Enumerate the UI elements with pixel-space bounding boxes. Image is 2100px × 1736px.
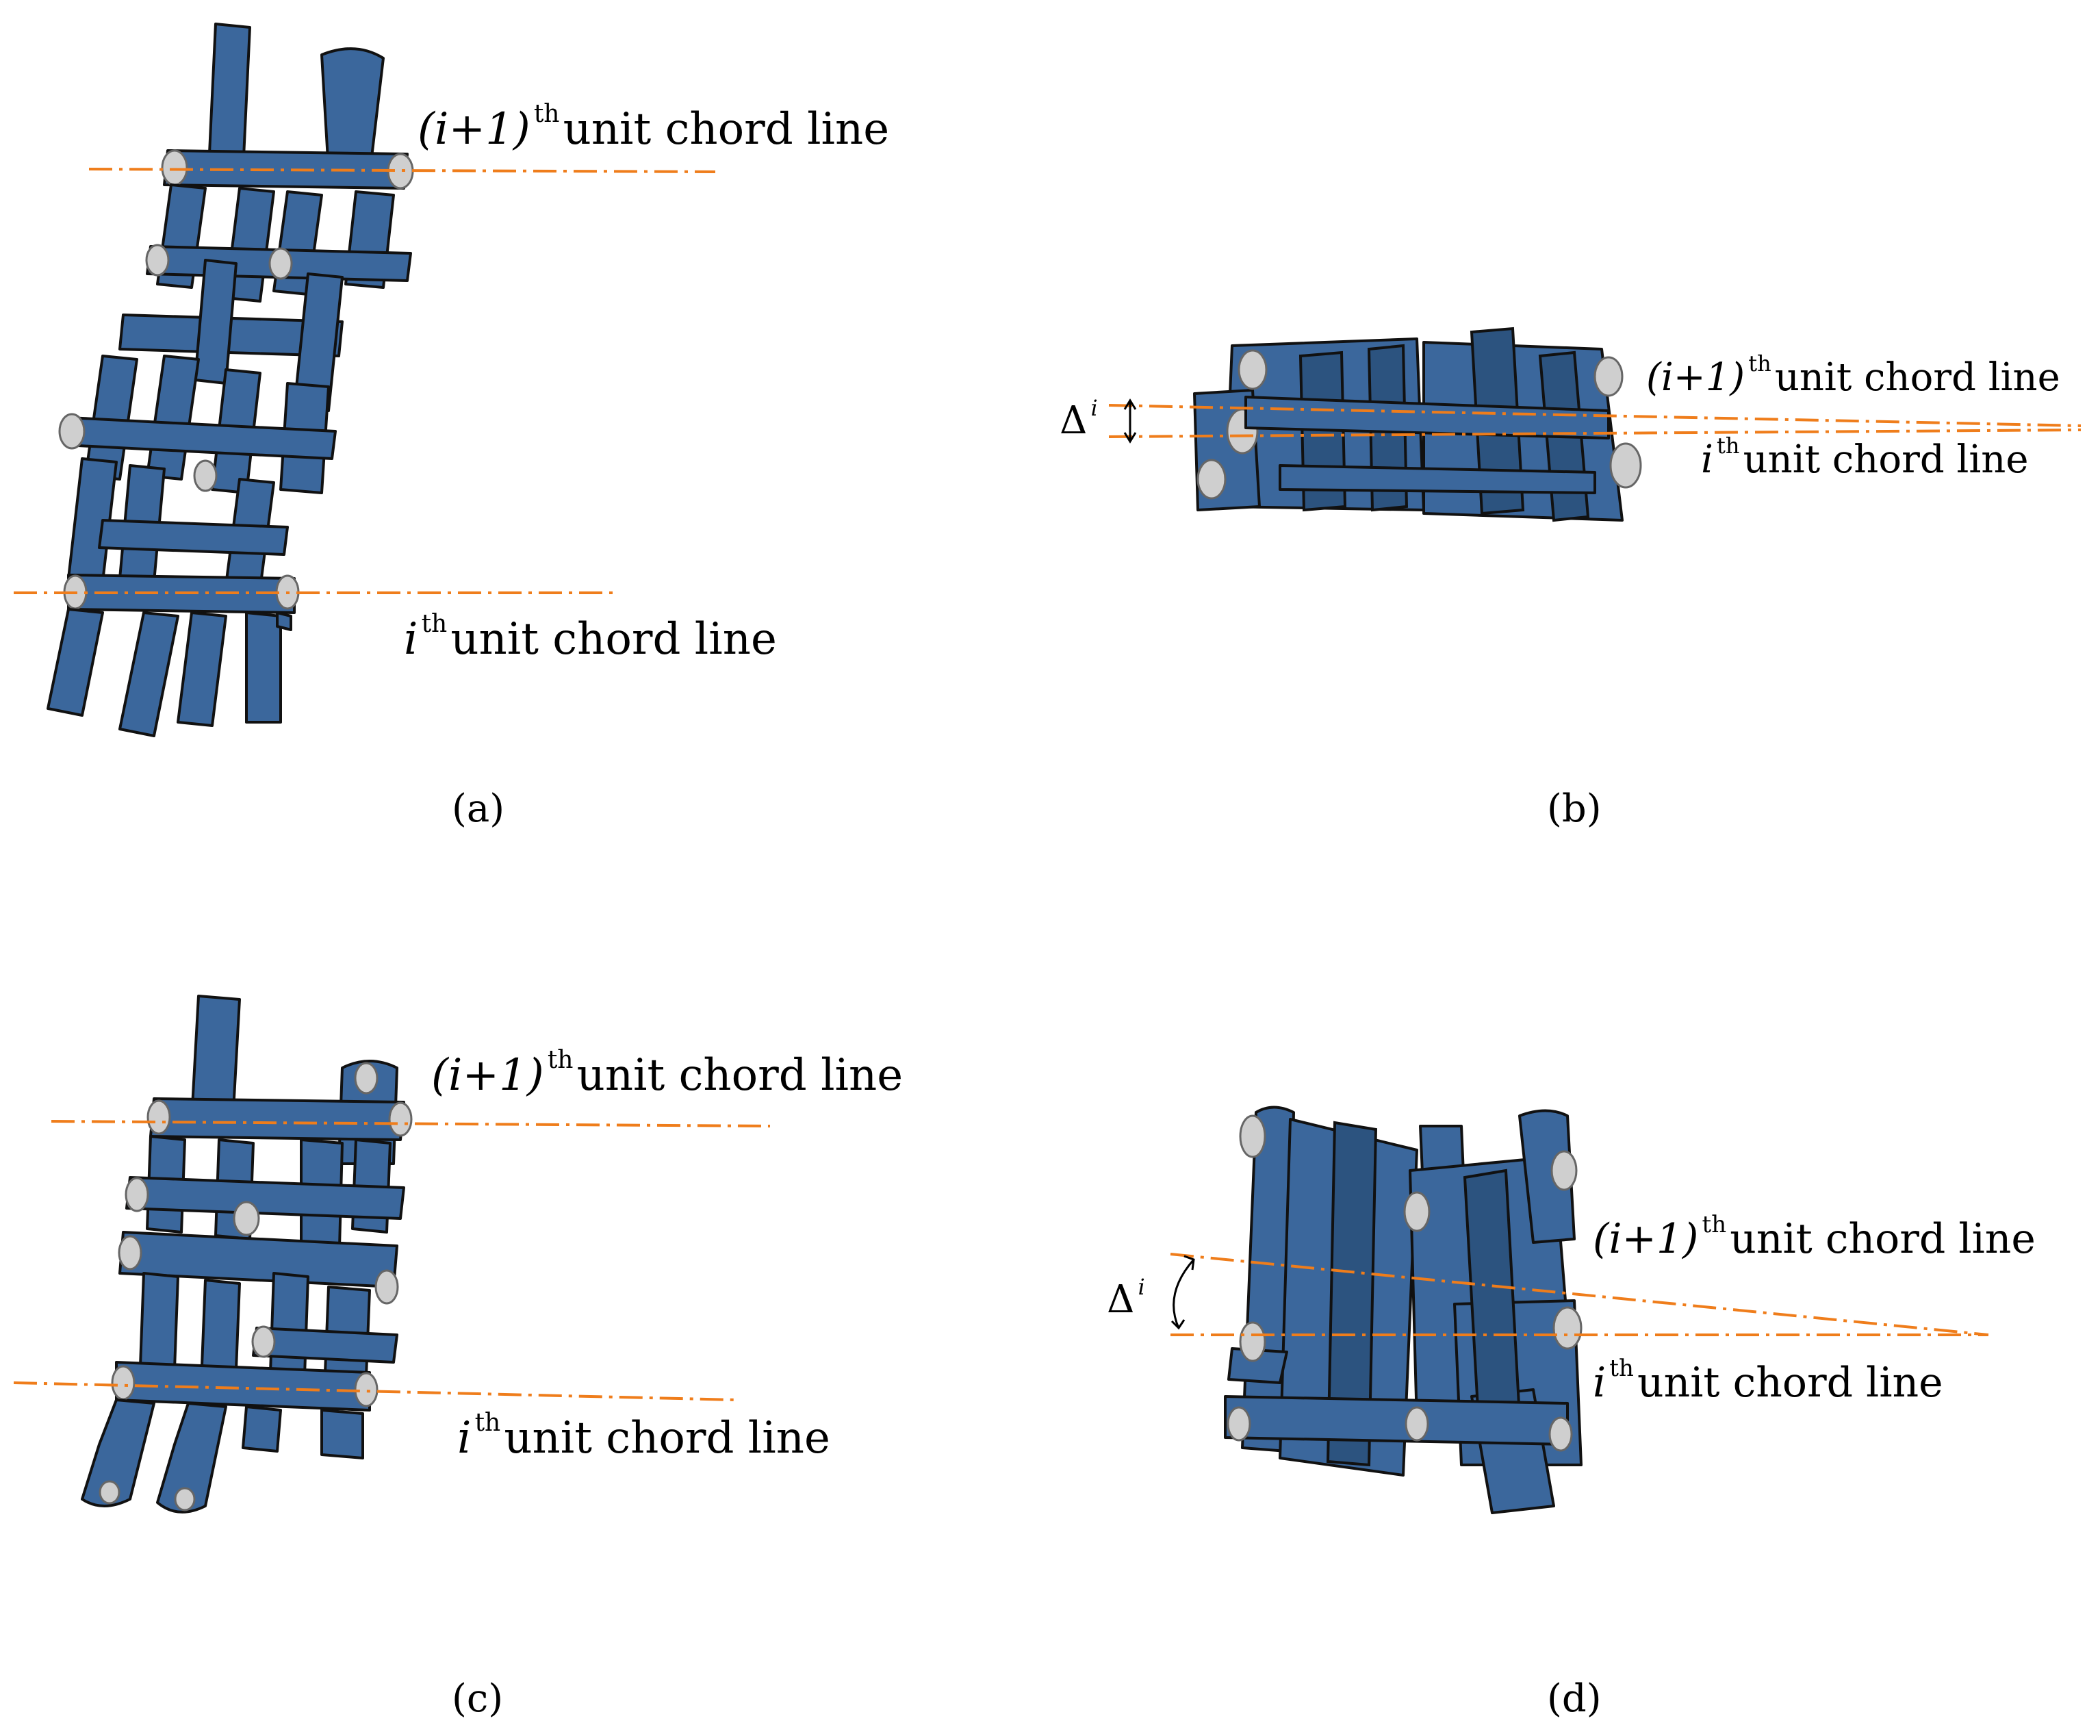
panel-a-upper-label: (i+1) th unit chord line (418, 100, 889, 155)
panel-a-lower-label: i th unit chord line (404, 610, 777, 665)
panel-c-structure (81, 995, 413, 1514)
panel-c-upper-label-prefix: (i+1) (431, 1050, 544, 1101)
panel-b-upper-label-sup: th (1748, 350, 1771, 376)
panel-b-lower-label-prefix: i (1701, 437, 1713, 482)
panel-c: (i+1) th unit chord line i th unit chord… (13, 995, 903, 1721)
panel-a-structure (47, 23, 414, 737)
panel-b-upper-label-prefix: (i+1) (1646, 355, 1745, 400)
panel-b-lower-chord-line (1108, 429, 2082, 438)
panel-c-lower-label: i th unit chord line (457, 1409, 830, 1464)
panel-d-structure (1224, 1106, 1583, 1514)
panel-d-upper-label-text: unit chord line (1730, 1215, 2036, 1263)
panel-b-structure (1193, 327, 1642, 522)
panel-a-upper-label-sup: th (534, 100, 560, 128)
panel-c-lower-label-prefix: i (457, 1413, 471, 1464)
panel-d-upper-label-prefix: (i+1) (1593, 1215, 1698, 1263)
panel-b-caption: (b) (1547, 787, 1602, 831)
panel-b-delta-label: Δ i (1060, 395, 1098, 443)
panel-d-upper-label-sup: th (1702, 1211, 1727, 1238)
panel-d-upper-chord-line (1170, 1253, 1989, 1336)
panel-a-lower-label-sup: th (422, 610, 448, 638)
panel-b: Δ i (i+1) th unit chord line i th unit c… (1060, 327, 2082, 831)
panel-c-lower-label-sup: th (475, 1409, 501, 1437)
panel-c-lower-label-text: unit chord line (504, 1413, 830, 1464)
panel-b-upper-chord-line (1108, 404, 2082, 427)
panel-d-lower-label-prefix: i (1593, 1359, 1606, 1407)
panel-b-lower-label: i th unit chord line (1701, 433, 2029, 482)
panel-d-lower-label-sup: th (1609, 1355, 1634, 1382)
panel-b-delta-sup: i (1091, 395, 1098, 421)
panel-d-delta-arrow (1170, 1255, 1195, 1330)
panel-d-lower-label-text: unit chord line (1637, 1359, 1943, 1407)
panel-b-delta-symbol: Δ (1060, 398, 1087, 443)
panel-d-delta-label: Δ i (1107, 1274, 1145, 1322)
panel-c-upper-label-sup: th (548, 1046, 574, 1074)
panel-d-caption: (d) (1547, 1676, 1602, 1721)
panel-c-caption: (c) (452, 1676, 503, 1721)
panel-d-lower-label: i th unit chord line (1593, 1355, 1943, 1407)
panel-a-lower-label-prefix: i (404, 614, 418, 665)
panel-a-lower-label-text: unit chord line (450, 614, 777, 665)
panel-c-upper-label: (i+1) th unit chord line (431, 1046, 903, 1101)
panel-b-upper-label-text: unit chord line (1775, 355, 2060, 400)
panel-d: Δ i (i+1) th unit chord line i th unit c… (1107, 1106, 2036, 1721)
panel-d-upper-label: (i+1) th unit chord line (1593, 1211, 2036, 1263)
panel-d-delta-sup: i (1138, 1274, 1145, 1300)
panel-a-caption: (a) (452, 787, 504, 831)
panel-b-delta-arrow (1123, 398, 1137, 444)
panel-a: (i+1) th unit chord line i th unit chord… (14, 23, 889, 831)
panel-c-upper-label-text: unit chord line (577, 1050, 904, 1101)
panel-b-lower-label-sup: th (1717, 433, 1739, 459)
panel-b-lower-label-text: unit chord line (1743, 437, 2029, 482)
panel-d-delta-symbol: Δ (1107, 1277, 1134, 1322)
panel-a-upper-chord-line (88, 168, 716, 173)
panel-a-upper-label-prefix: (i+1) (418, 104, 530, 155)
panel-b-upper-label: (i+1) th unit chord line (1646, 350, 2060, 400)
panel-a-upper-label-text: unit chord line (563, 104, 890, 155)
